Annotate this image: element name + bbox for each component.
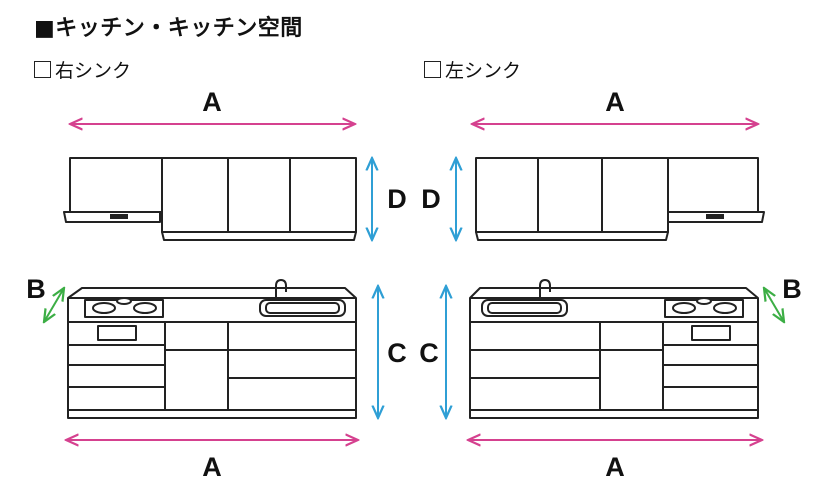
upper-cabinets: [475, 157, 765, 241]
label-b-left: B: [26, 274, 46, 304]
right-sink-diagram: [63, 157, 357, 419]
label-a-bottom-right: A: [605, 452, 625, 482]
label-a-top-left: A: [202, 87, 222, 117]
upper-cabinets: [63, 157, 357, 241]
label-b-right: B: [782, 274, 802, 304]
option-right-sink[interactable]: 右シンク: [34, 56, 131, 83]
option-label-right-sink: 右シンク: [55, 60, 132, 82]
label-d-right: D: [421, 184, 441, 214]
label-a-top-right: A: [605, 87, 625, 117]
lower-cabinets: [67, 279, 357, 419]
arrow-b-left: [44, 288, 64, 322]
left-sink-diagram: [469, 157, 765, 419]
option-left-sink[interactable]: 左シンク: [424, 56, 521, 83]
label-d-left: D: [387, 184, 407, 214]
label-c-left: C: [387, 338, 407, 368]
checkbox-left-sink[interactable]: [424, 61, 441, 78]
arrow-b-right: [764, 288, 784, 322]
checkbox-right-sink[interactable]: [34, 61, 51, 78]
label-c-right: C: [419, 338, 439, 368]
page-title: ■キッチン・キッチン空間: [34, 16, 303, 41]
label-a-bottom-left: A: [202, 452, 222, 482]
lower-cabinets: [469, 279, 759, 419]
option-label-left-sink: 左シンク: [445, 60, 522, 82]
